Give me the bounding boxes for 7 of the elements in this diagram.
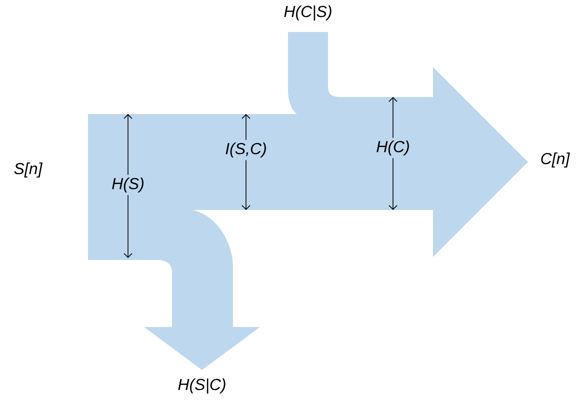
formula-label: I(S,C)	[222, 140, 270, 160]
formula-label: C[n]	[541, 152, 570, 168]
formula-label: S[n]	[14, 162, 43, 178]
formula-label: H(C)	[373, 138, 413, 158]
formula-label: H(C|S)	[284, 5, 332, 21]
formula-label: H(S|C)	[178, 378, 226, 394]
formula-label: H(S)	[108, 174, 148, 196]
